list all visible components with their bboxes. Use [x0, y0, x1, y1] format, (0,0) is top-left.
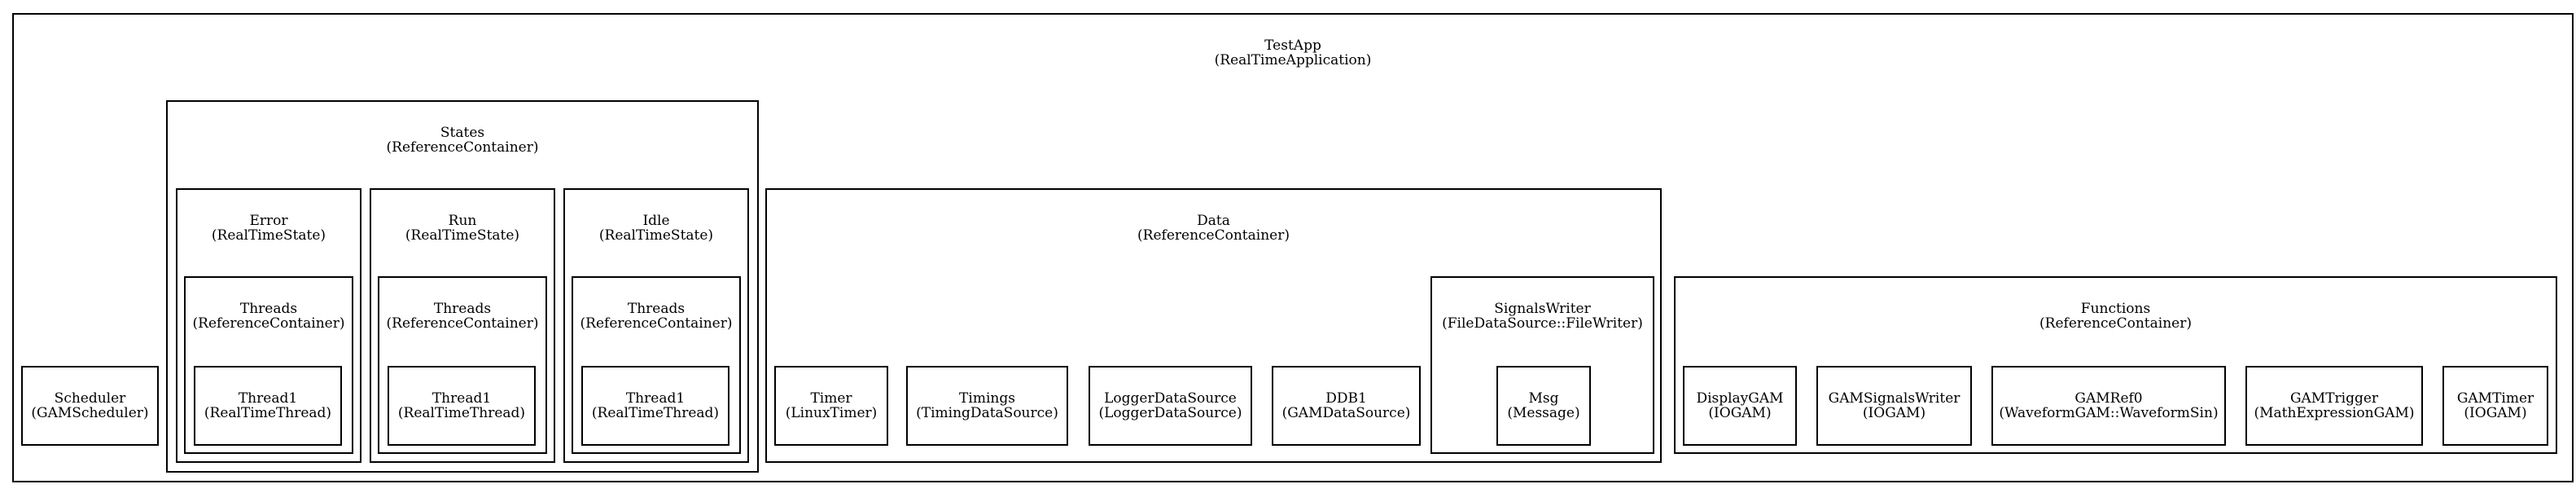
msg-name: Msg	[1528, 390, 1559, 407]
timer-type: (LinuxTimer)	[785, 405, 878, 421]
functions-cluster: Functions (ReferenceContainer)	[1674, 276, 2557, 454]
idle-threads-type: (ReferenceContainer)	[580, 315, 733, 332]
states-type: (ReferenceContainer)	[386, 139, 539, 156]
functions-type: (ReferenceContainer)	[2039, 315, 2192, 332]
signalswriter-type: (FileDataSource::FileWriter)	[1442, 315, 1643, 332]
run-threads-cluster: Threads (ReferenceContainer)	[378, 276, 547, 454]
signalswriter-name: SignalsWriter	[1494, 301, 1591, 317]
ddb1-node: DDB1 (GAMDataSource)	[1272, 366, 1421, 446]
testapp-cluster: TestApp (RealTimeApplication)	[12, 13, 2574, 482]
gamtimer-type: (IOGAM)	[2464, 405, 2527, 421]
gamsignalswriter-name: GAMSignalsWriter	[1828, 390, 1960, 407]
states-name: States	[440, 125, 485, 141]
idle-thread1-node: Thread1 (RealTimeThread)	[581, 366, 729, 446]
functions-name: Functions	[2080, 301, 2151, 317]
error-threads-type: (ReferenceContainer)	[192, 315, 345, 332]
idle-thread1-type: (RealTimeThread)	[591, 405, 720, 421]
timer-node: Timer (LinuxTimer)	[774, 366, 888, 446]
data-type: (ReferenceContainer)	[1137, 227, 1290, 244]
run-state-cluster: Run (RealTimeState)	[370, 188, 555, 463]
error-state-type: (RealTimeState)	[211, 227, 326, 244]
error-thread1-name: Thread1	[238, 390, 298, 407]
timings-type: (TimingDataSource)	[916, 405, 1058, 421]
logger-datasource-type: (LoggerDataSource)	[1098, 405, 1242, 421]
scheduler-name: Scheduler	[54, 390, 126, 407]
run-state-name: Run	[448, 213, 477, 229]
error-threads-name: Threads	[239, 301, 298, 317]
displaygam-name: DisplayGAM	[1696, 390, 1784, 407]
gamsignalswriter-node: GAMSignalsWriter (IOGAM)	[1816, 366, 1972, 446]
displaygam-type: (IOGAM)	[1708, 405, 1772, 421]
run-threads-name: Threads	[433, 301, 492, 317]
idle-state-name: Idle	[642, 213, 670, 229]
error-thread1-node: Thread1 (RealTimeThread)	[194, 366, 342, 446]
logger-datasource-name: LoggerDataSource	[1104, 390, 1237, 407]
msg-node: Msg (Message)	[1496, 366, 1591, 446]
gamref0-type: (WaveformGAM::WaveformSin)	[1999, 405, 2219, 421]
run-thread1-node: Thread1 (RealTimeThread)	[388, 366, 536, 446]
gamtimer-node: GAMTimer (IOGAM)	[2442, 366, 2548, 446]
run-threads-type: (ReferenceContainer)	[386, 315, 539, 332]
error-state-name: Error	[249, 213, 288, 229]
error-state-cluster: Error (RealTimeState)	[176, 188, 361, 463]
logger-datasource-node: LoggerDataSource (LoggerDataSource)	[1089, 366, 1252, 446]
ddb1-type: (GAMDataSource)	[1281, 405, 1411, 421]
gamsignalswriter-type: (IOGAM)	[1862, 405, 1926, 421]
gamref0-node: GAMRef0 (WaveformGAM::WaveformSin)	[1991, 366, 2226, 446]
gamref0-name: GAMRef0	[2074, 390, 2143, 407]
run-thread1-type: (RealTimeThread)	[397, 405, 526, 421]
idle-threads-name: Threads	[627, 301, 686, 317]
idle-state-type: (RealTimeState)	[598, 227, 714, 244]
gamtrigger-name: GAMTrigger	[2289, 390, 2379, 407]
gamtrigger-type: (MathExpressionGAM)	[2254, 405, 2415, 421]
gamtimer-name: GAMTimer	[2456, 390, 2534, 407]
testapp-type: (RealTimeApplication)	[1214, 52, 1372, 68]
idle-thread1-name: Thread1	[625, 390, 686, 407]
idle-state-cluster: Idle (RealTimeState)	[563, 188, 749, 463]
data-cluster: Data (ReferenceContainer)	[765, 188, 1662, 463]
testapp-name: TestApp	[1264, 37, 1321, 54]
scheduler-type: (GAMScheduler)	[31, 405, 149, 421]
displaygam-node: DisplayGAM (IOGAM)	[1683, 366, 1797, 446]
timings-node: Timings (TimingDataSource)	[906, 366, 1068, 446]
gamtrigger-node: GAMTrigger (MathExpressionGAM)	[2245, 366, 2423, 446]
states-cluster: States (ReferenceContainer)	[166, 100, 759, 473]
error-threads-cluster: Threads (ReferenceContainer)	[184, 276, 353, 454]
timings-name: Timings	[959, 390, 1015, 407]
scheduler-node: Scheduler (GAMScheduler)	[21, 366, 159, 446]
run-thread1-name: Thread1	[432, 390, 492, 407]
timer-name: Timer	[810, 390, 852, 407]
run-state-type: (RealTimeState)	[405, 227, 520, 244]
data-name: Data	[1197, 213, 1230, 229]
idle-threads-cluster: Threads (ReferenceContainer)	[572, 276, 741, 454]
error-thread1-type: (RealTimeThread)	[204, 405, 332, 421]
ddb1-name: DDB1	[1325, 390, 1367, 407]
msg-type: (Message)	[1507, 405, 1580, 421]
signalswriter-cluster: SignalsWriter (FileDataSource::FileWrite…	[1430, 276, 1654, 454]
